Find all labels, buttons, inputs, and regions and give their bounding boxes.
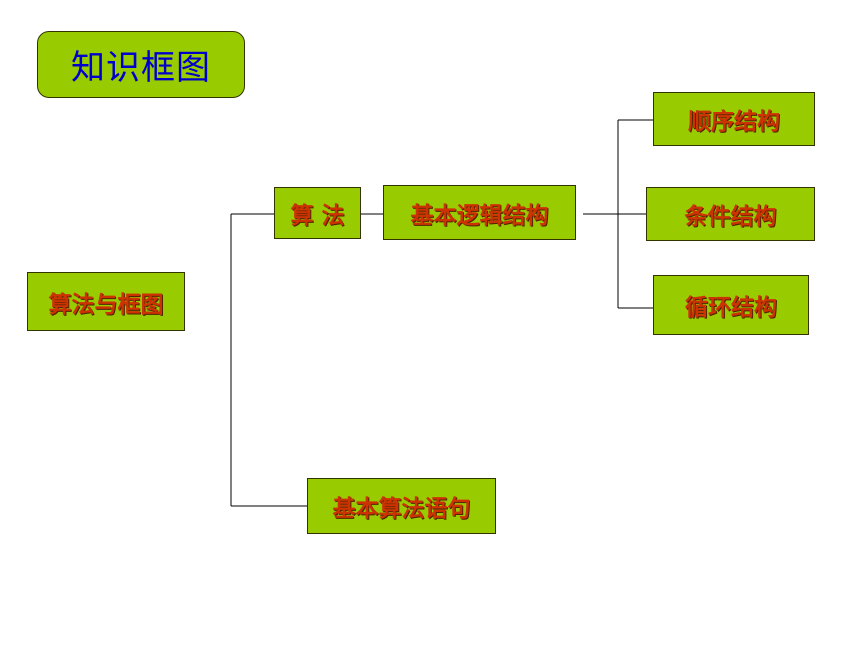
page-title: 知识框图: [37, 31, 245, 98]
node-algorithm: 算 法: [274, 187, 361, 239]
node-basic-logic-structure: 基本逻辑结构: [383, 185, 576, 240]
node-root: 算法与框图: [27, 272, 185, 331]
node-sequence-structure: 顺序结构: [653, 92, 815, 146]
node-loop-structure: 循环结构: [653, 275, 809, 335]
node-condition-structure: 条件结构: [646, 187, 815, 241]
node-basic-algorithm-statements: 基本算法语句: [307, 478, 496, 534]
